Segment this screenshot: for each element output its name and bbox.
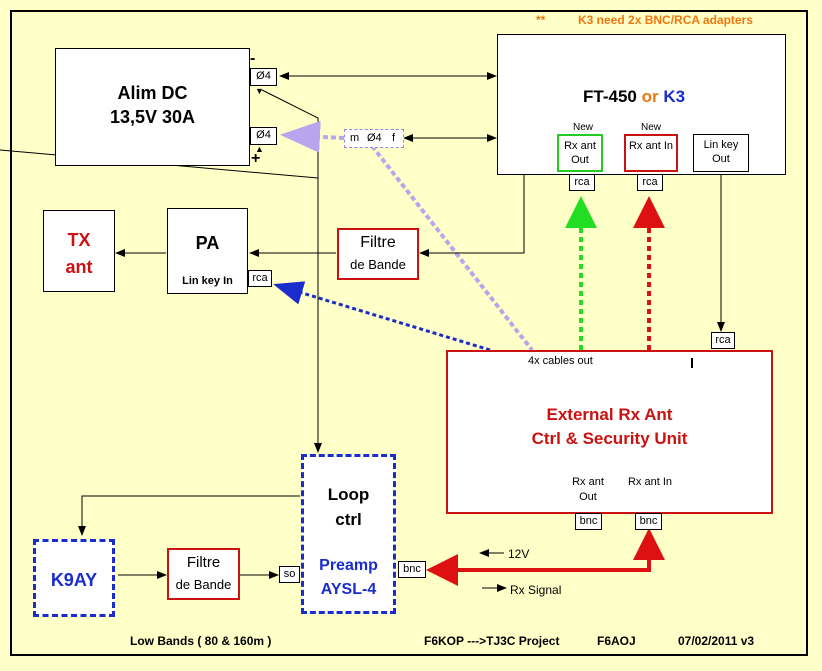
ext-unit-port-rca: rca: [711, 332, 735, 349]
k9ay-title: K9AY: [50, 570, 98, 590]
tx-ant-box: TX ant: [43, 210, 115, 292]
pa-lin-key-in: Lin key In: [182, 275, 233, 287]
note-text: K3 need 2x BNC/RCA adapters: [578, 13, 753, 27]
loop-line2: ctrl: [335, 510, 362, 529]
radio-port-rca-1: rca: [569, 174, 595, 191]
ext-unit-rx-in: Rx ant In: [627, 476, 673, 488]
alim-spec: 13,5V 30A: [109, 107, 196, 127]
filtre-tx-box: Filtre de Bande: [337, 228, 419, 280]
loop-preamp: Preamp: [319, 557, 378, 574]
ext-unit-cables: 4x cables out: [528, 355, 593, 367]
loop-port-bnc: bnc: [398, 561, 426, 578]
footer-bands: Low Bands ( 80 & 160m ): [130, 634, 272, 648]
filtre-rx-sub: de Bande: [175, 577, 232, 592]
filtre-rx-box: Filtre de Bande: [167, 548, 240, 600]
filtre-rx-title: Filtre: [186, 554, 221, 571]
wire-lilac-cable: [370, 144, 534, 352]
ext-unit-tick: [691, 358, 693, 368]
radio-rx-in-box: Rx ant In: [624, 134, 678, 172]
loop-box: Loop ctrl Preamp AYSL-4: [301, 454, 396, 614]
filtre-tx-sub: de Bande: [350, 257, 406, 272]
pa-box: PA Lin key In: [167, 208, 248, 294]
ext-unit-rx-out: Rx ant Out: [572, 476, 604, 503]
connector-m: m: [350, 132, 360, 144]
radio-name-b: K3: [663, 87, 686, 106]
alim-arrow-icon-2: ▲: [255, 144, 264, 154]
wire-loop-k9ay: [78, 495, 300, 536]
wire-lin-key-blue: [273, 281, 491, 352]
tx-ant-line2: ant: [65, 257, 93, 277]
wire-radio-filtre: [419, 174, 525, 257]
note-stars: **: [536, 13, 546, 27]
ext-unit-port-bnc-2: bnc: [635, 513, 662, 530]
radio-lin-key-out-label: Lin key Out: [703, 139, 739, 165]
footer-date: 07/02/2011 v3: [678, 634, 755, 648]
radio-rx-in-label: Rx ant In: [628, 140, 674, 152]
diagram-frame: [10, 10, 808, 656]
filtre-rx-port-so: so: [279, 566, 300, 583]
alim-plus: +: [251, 150, 261, 167]
footer-project: F6KOP --->TJ3C Project: [424, 634, 560, 648]
alim-title: Alim DC: [117, 83, 188, 103]
pa-title: PA: [195, 233, 220, 253]
alim-port-top: Ø4: [250, 68, 277, 86]
alim-dc-box: Alim DC 13,5V 30A: [55, 48, 250, 166]
footer-author: F6AOJ: [597, 634, 636, 648]
wire-bnc-red: [426, 528, 665, 586]
radio-lin-key-out-box: Lin key Out: [693, 134, 749, 172]
ext-unit-line1: External Rx Ant: [546, 405, 673, 424]
legend-rx-signal: Rx Signal: [510, 583, 562, 597]
ext-unit-line2: Ctrl & Security Unit: [531, 429, 688, 448]
radio-rx-out-label: Rx ant Out: [564, 140, 596, 166]
radio-name-a: FT-450: [583, 87, 637, 106]
radio-rx-in-new: New: [640, 122, 661, 133]
ext-unit-port-bnc-1: bnc: [575, 513, 602, 530]
alim-port-bottom: Ø4: [250, 127, 277, 145]
alim-minus: -: [250, 50, 256, 67]
pa-port-rca: rca: [248, 270, 272, 287]
connector-mf: m Ø4 f: [344, 129, 404, 148]
loop-line1: Loop: [327, 485, 370, 504]
alim-arrow-icon: ▼: [255, 86, 264, 96]
loop-model: AYSL-4: [320, 581, 377, 598]
filtre-tx-title: Filtre: [360, 234, 396, 251]
wire-alim-minus-loop: [261, 89, 322, 453]
tx-ant-line1: TX: [67, 230, 91, 250]
k9ay-box: K9AY: [33, 539, 115, 617]
radio-port-rca-2: rca: [637, 174, 663, 191]
connector-dia: Ø4: [367, 132, 382, 144]
radio-title: FT-450 or K3: [583, 87, 685, 107]
legend-12v: 12V: [508, 547, 530, 561]
connector-f: f: [392, 132, 396, 144]
radio-or: or: [641, 87, 659, 106]
radio-rx-out-box: Rx ant Out: [557, 134, 603, 172]
ext-unit-box: 4x cables out External Rx Ant Ctrl & Sec…: [446, 350, 773, 514]
wire-lilac-dc: [280, 120, 345, 153]
radio-rx-out-new: New: [572, 122, 593, 133]
